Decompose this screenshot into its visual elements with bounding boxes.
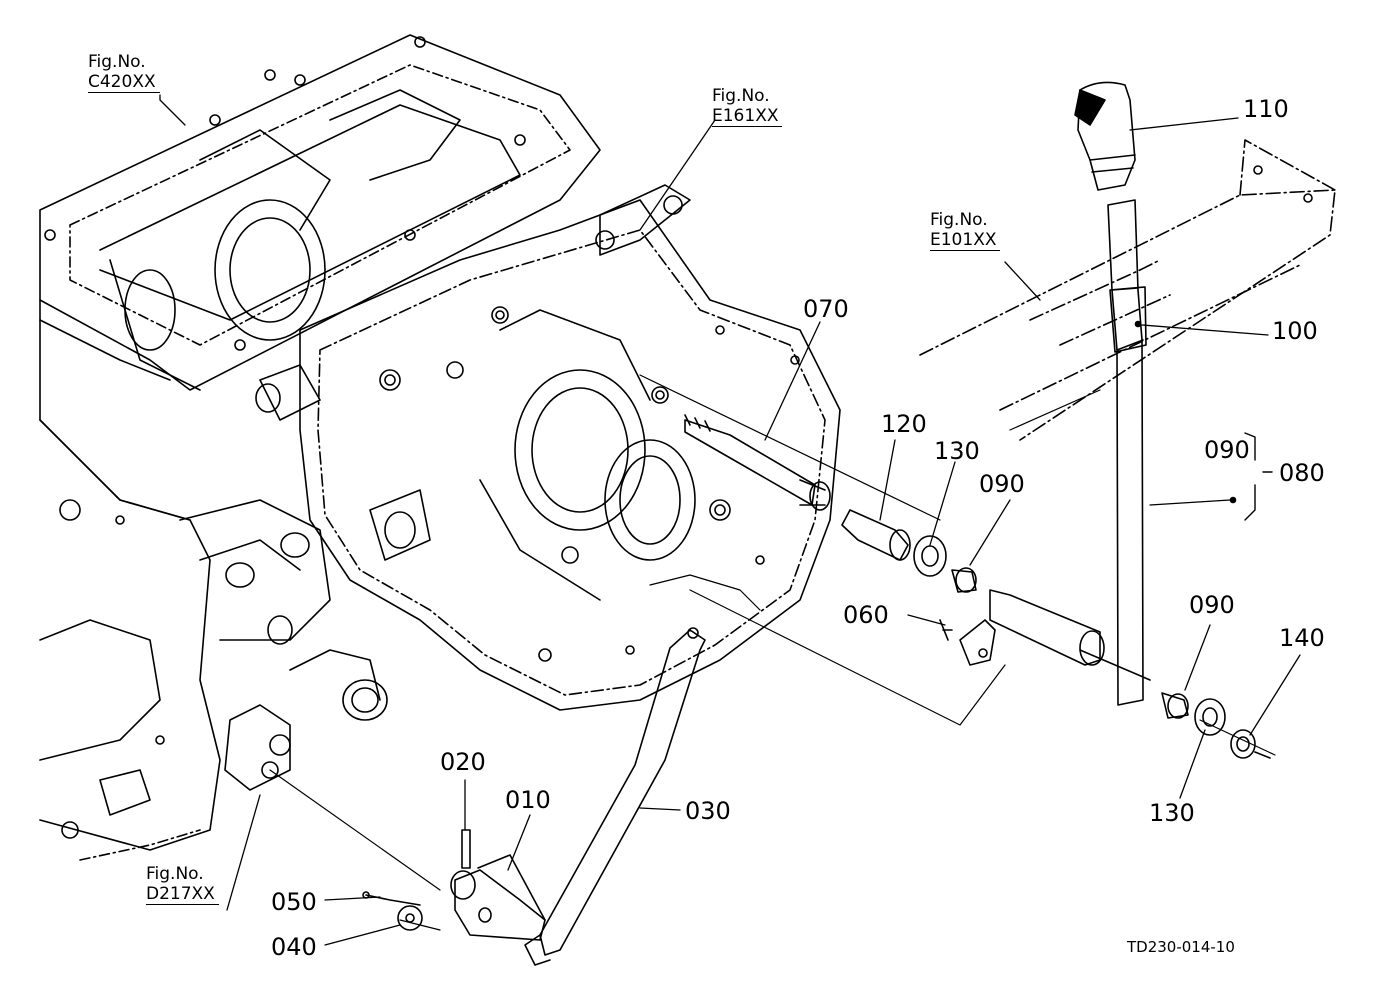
fig-ref-prefix: Fig.No. [712,86,770,106]
fig-ref-code: E161XX [712,106,783,127]
fig-ref-e101[interactable]: Fig.No. E101XX [930,210,1001,251]
part-label-060[interactable]: 060 [843,601,889,629]
part-label-090-kit[interactable]: 090 [1204,436,1250,464]
fig-ref-prefix: Fig.No. [930,210,988,230]
shift-shaft [684,414,831,511]
part-label-070[interactable]: 070 [803,295,849,323]
lever-knob [1074,81,1136,191]
washer-040 [397,905,423,931]
part-label-140[interactable]: 140 [1279,624,1325,652]
part-label-130-lower[interactable]: 130 [1149,799,1195,827]
shift-arm [450,854,546,941]
washer-upper [913,535,947,577]
plate-hole [1253,165,1263,175]
washer-lower [1194,698,1226,736]
fig-ref-c420[interactable]: Fig.No. C420XX [88,52,160,93]
part-label-080[interactable]: 080 [1279,459,1325,487]
lever-dot [1134,320,1142,328]
plate-hole [1303,193,1313,203]
rear-housing [255,184,841,711]
part-label-090-lower[interactable]: 090 [1189,591,1235,619]
fig-ref-prefix: Fig.No. [146,864,204,884]
lever-guide-plate [919,139,1336,441]
collar-lower [1161,692,1189,719]
cotter-pin-050 [362,891,421,906]
kit-bracket [1244,432,1273,521]
part-label-090-upper[interactable]: 090 [979,470,1025,498]
part-label-110[interactable]: 110 [1243,95,1289,123]
collar-upper [951,567,977,593]
alignment-lines [269,374,1276,931]
shift-lever [1107,199,1147,706]
part-label-120[interactable]: 120 [881,410,927,438]
fig-ref-code: C420XX [88,72,160,93]
part-label-050[interactable]: 050 [271,888,317,916]
spring-pin-020 [461,829,471,869]
lower-case [39,419,388,861]
fig-ref-e161[interactable]: Fig.No. E161XX [712,86,783,127]
part-label-020[interactable]: 020 [440,748,486,776]
part-label-130-upper[interactable]: 130 [934,437,980,465]
lever-arm-assembly [959,589,1151,681]
fig-ref-code: D217XX [146,884,219,905]
part-label-030[interactable]: 030 [685,797,731,825]
spring-pin [939,619,953,641]
part-label-100[interactable]: 100 [1272,317,1318,345]
snap-ring [1230,729,1271,759]
fig-ref-prefix: Fig.No. [88,52,146,72]
bushing [841,509,911,561]
drawing-code: TD230-014-10 [1127,938,1235,956]
part-label-040[interactable]: 040 [271,933,317,961]
part-label-010[interactable]: 010 [505,786,551,814]
link-rod [524,627,706,966]
fig-ref-code: E101XX [930,230,1001,251]
kit-dot [1229,496,1237,504]
leader-lines [159,94,1301,946]
fig-ref-d217[interactable]: Fig.No. D217XX [146,864,219,905]
